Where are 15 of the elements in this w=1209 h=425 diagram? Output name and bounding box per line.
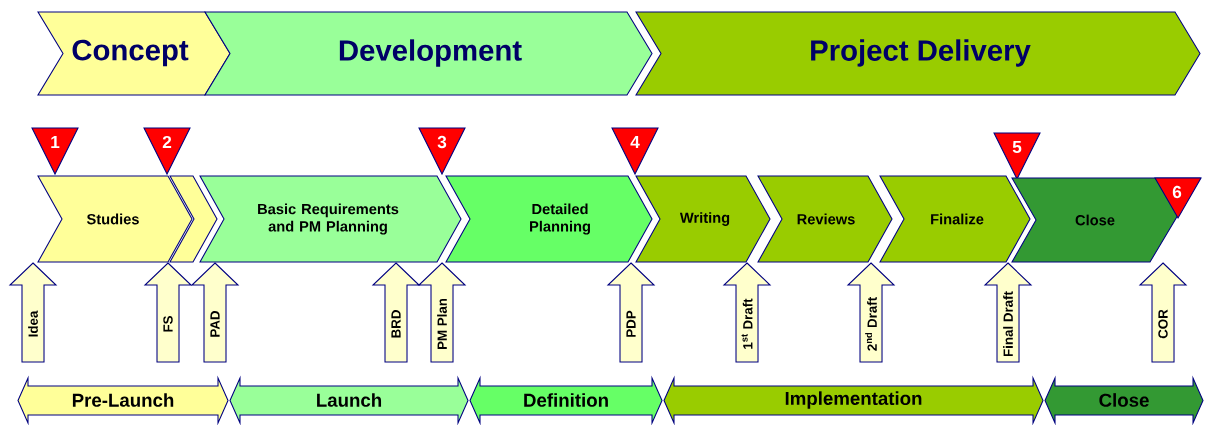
step-box: Writing xyxy=(635,175,771,263)
step-box: Finalize xyxy=(879,175,1031,263)
step-box: Basic Requirements and PM Planning xyxy=(199,175,462,263)
step-box xyxy=(169,175,218,263)
stage-band: Close xyxy=(1044,375,1204,425)
stage-band: Launch xyxy=(229,375,469,425)
phase-banner: Project Delivery xyxy=(635,11,1201,96)
step-box: Reviews xyxy=(757,175,893,263)
stage-band: Definition xyxy=(469,375,663,425)
phase-banner: Development xyxy=(204,11,653,96)
stage-band: Pre-Launch xyxy=(17,375,229,425)
step-box: Detailed Planning xyxy=(445,175,653,263)
phase-banner: Concept xyxy=(37,11,231,96)
stage-band: Implementation xyxy=(663,375,1044,425)
step-box: Studies xyxy=(37,175,193,263)
